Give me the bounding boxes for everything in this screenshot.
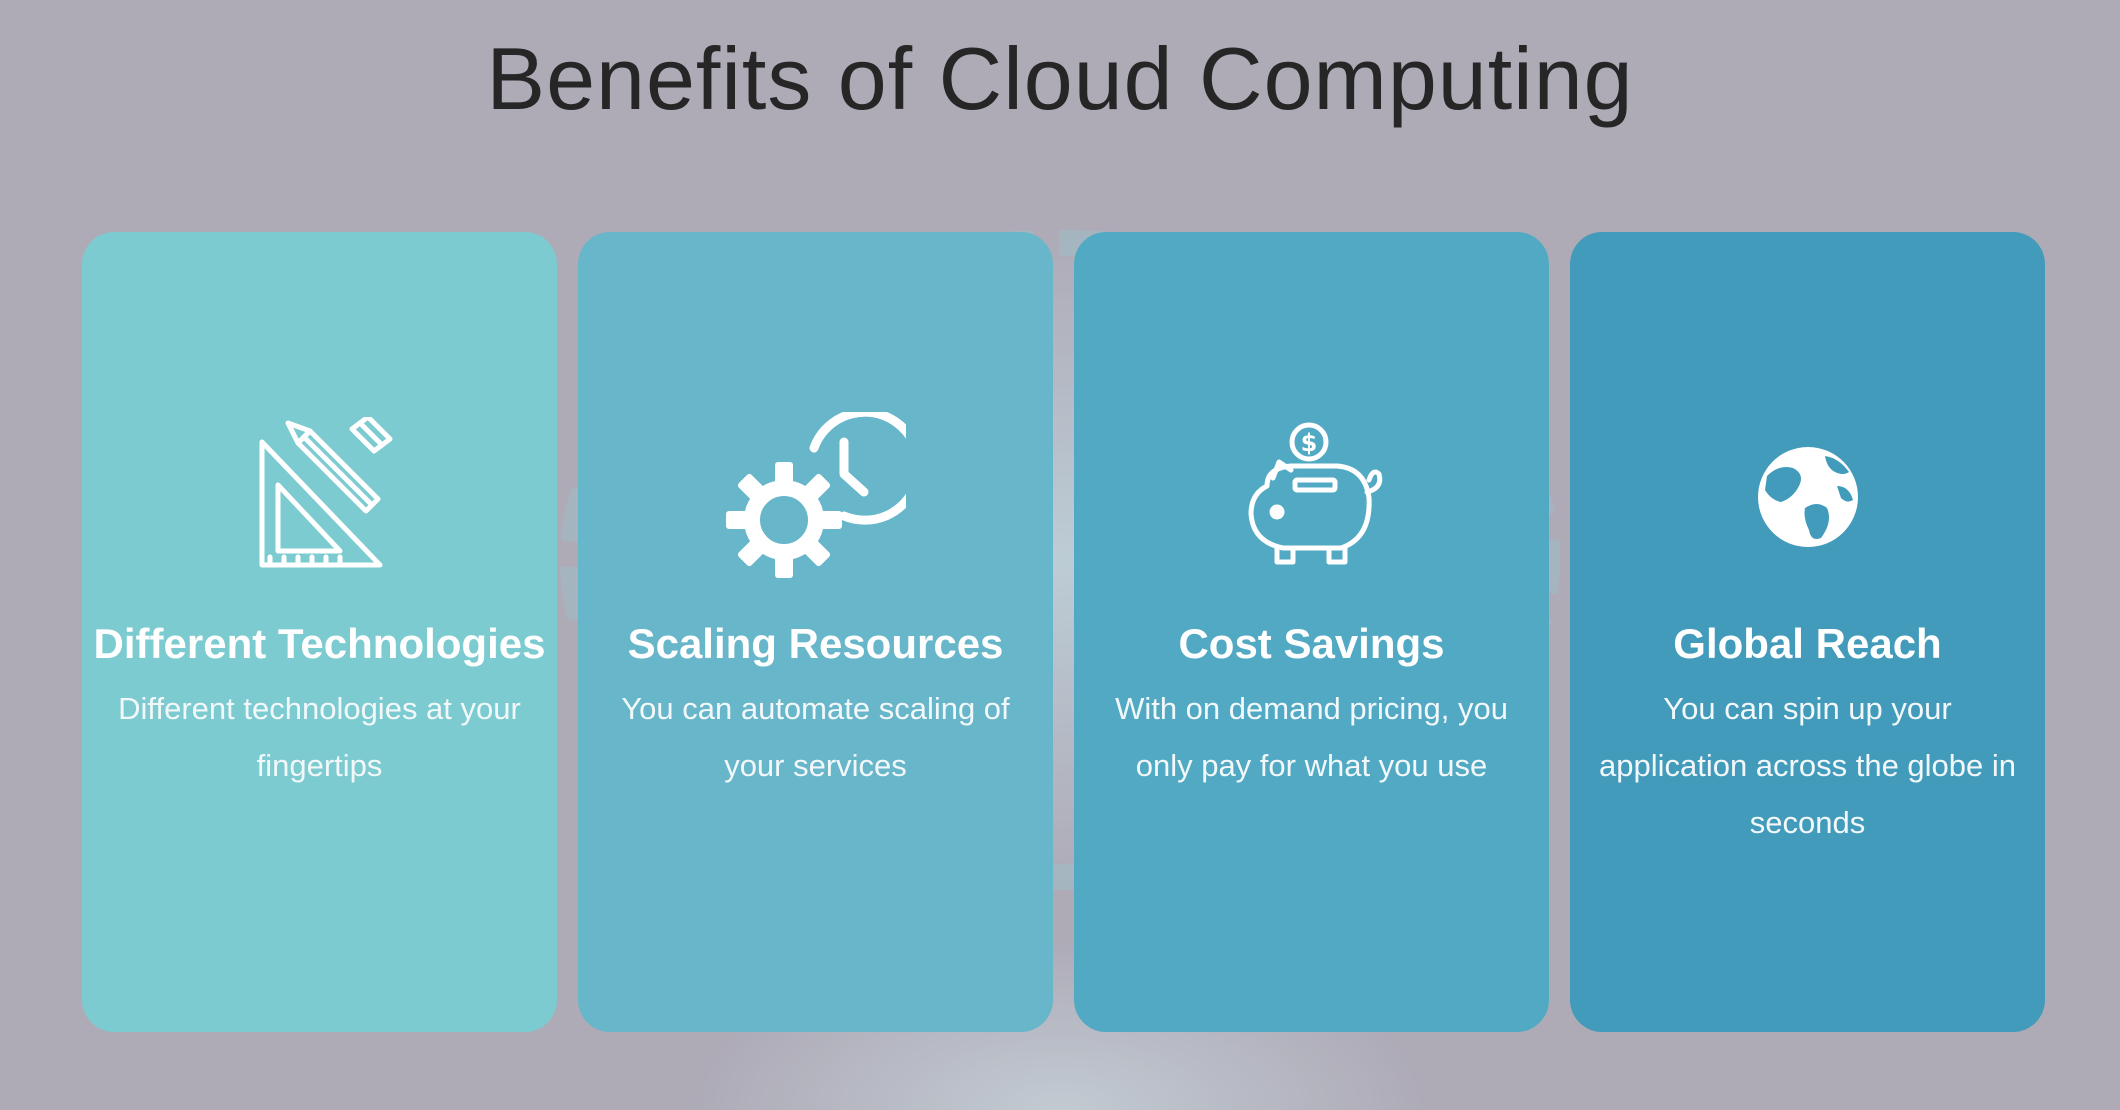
card-title: Scaling Resources (627, 620, 1004, 667)
card-title: Cost Savings (1178, 620, 1445, 667)
drafting-tools-icon (82, 402, 557, 592)
card-description: You can spin up your application across … (1598, 691, 2017, 840)
card-different-technologies: Different Technologies Different technol… (82, 232, 557, 1032)
card-scaling-resources: Scaling Resources You can automate scali… (578, 232, 1053, 1032)
card-description: You can automate scaling of your service… (621, 691, 1010, 783)
card-title: Global Reach (1673, 620, 1942, 667)
card-title: Different Technologies (93, 620, 546, 667)
benefit-cards: Different Technologies Different technol… (82, 232, 2045, 1032)
page-title: Benefits of Cloud Computing (486, 29, 1634, 128)
card-global-reach: Global Reach You can spin up your applic… (1570, 232, 2045, 1032)
globe-icon (1570, 402, 2045, 592)
card-description: Different technologies at your fingertip… (118, 691, 521, 783)
svg-text:$: $ (1300, 429, 1317, 457)
card-cost-savings: $ Cost Savings With on demand pricing, y… (1074, 232, 1549, 1032)
piggy-bank-icon: $ (1074, 402, 1549, 592)
gear-clock-icon (578, 402, 1053, 592)
card-description: With on demand pricing, you only pay for… (1115, 691, 1508, 783)
